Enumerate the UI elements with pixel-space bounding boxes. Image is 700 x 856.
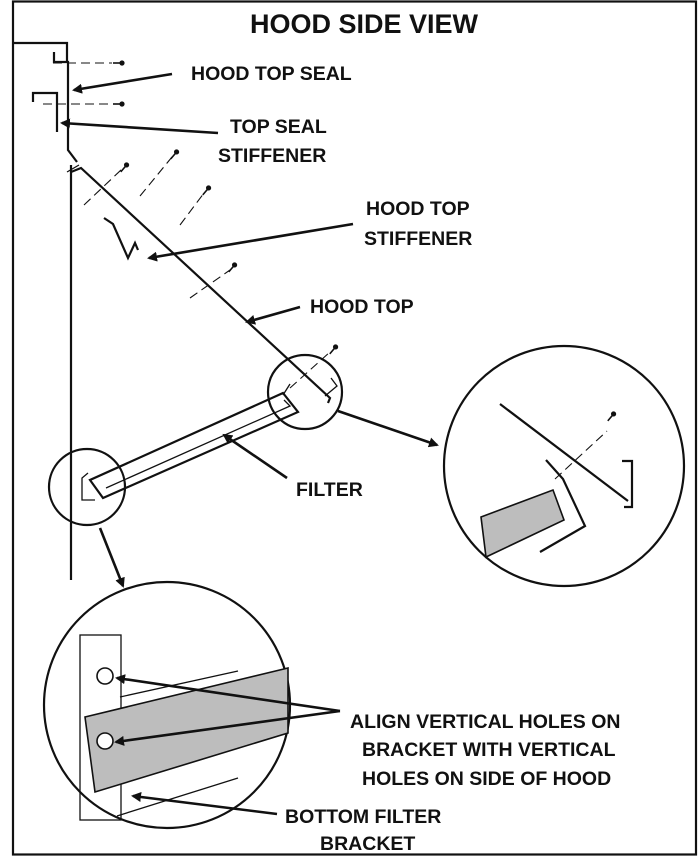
hood-top-stiffener xyxy=(103,217,140,261)
label-filter: FILTER xyxy=(296,479,363,501)
label-top-seal-stiffener-line2: STIFFENER xyxy=(218,145,326,167)
arrow-filter xyxy=(222,433,288,480)
arrow-top-seal-stiffener xyxy=(60,118,219,135)
label-bottom-filter-bracket-line2: BRACKET xyxy=(320,833,415,855)
label-align-line2: BRACKET WITH VERTICAL xyxy=(362,739,616,761)
arrow-align-top-hole xyxy=(115,674,341,713)
label-top-seal-stiffener-line1: TOP SEAL xyxy=(230,116,327,138)
arrow-hood-top xyxy=(245,305,301,325)
arrow-to-lower-detail xyxy=(98,527,125,588)
filter xyxy=(88,391,300,500)
arrow-bottom-filter-bracket xyxy=(131,792,278,816)
top-seal-stiffener xyxy=(31,91,59,132)
arrow-hood-top-stiffener xyxy=(147,222,354,262)
label-hood-top-stiffener-line2: STIFFENER xyxy=(364,228,472,250)
diagram-title: HOOD SIDE VIEW xyxy=(250,9,479,39)
hood-top-seal xyxy=(13,41,78,163)
label-hood-top-stiffener-line1: HOOD TOP xyxy=(366,198,470,220)
diagram-border xyxy=(11,0,698,856)
label-hood-top-seal: HOOD TOP SEAL xyxy=(191,63,352,85)
upper-detail-circle xyxy=(266,353,344,431)
arrow-hood-top-seal xyxy=(72,72,173,94)
label-align-line3: HOLES ON SIDE OF HOOD xyxy=(362,768,611,790)
screws xyxy=(43,59,339,389)
arrow-to-upper-detail xyxy=(337,409,439,448)
arrow-align-bottom-hole xyxy=(114,709,341,746)
hood-top-panel xyxy=(66,164,332,404)
label-align-line1: ALIGN VERTICAL HOLES ON xyxy=(350,711,621,733)
label-bottom-filter-bracket-line1: BOTTOM FILTER xyxy=(285,806,441,828)
lower-detail-circle xyxy=(47,447,127,527)
label-hood-top: HOOD TOP xyxy=(310,296,414,318)
magnified-upper-detail xyxy=(442,344,686,588)
magnified-lower-detail xyxy=(42,580,292,830)
